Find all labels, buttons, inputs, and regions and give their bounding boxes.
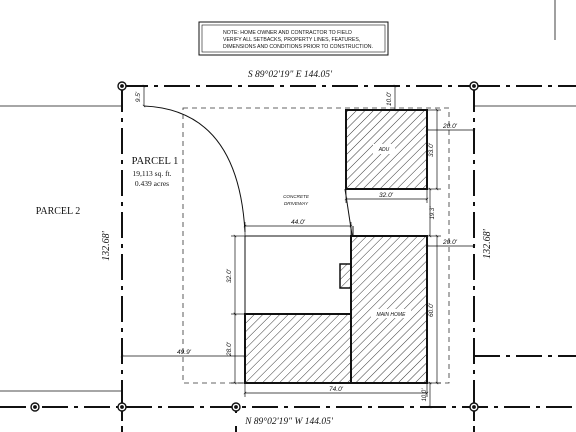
dim-bottom-width: 74.0': [329, 386, 344, 393]
parcel-1-sqft: 19,113 sq. ft.: [132, 169, 171, 178]
parcel-2-title: PARCEL 2: [36, 206, 81, 217]
dim-upper-height: 32.0': [226, 268, 233, 283]
chimney: [339, 263, 352, 289]
note-line-2: VERIFY ALL SETBACKS, PROPERTY LINES, FEA…: [223, 37, 360, 43]
dim-adu-top: 10.0': [386, 91, 393, 106]
garage-building: [244, 313, 352, 384]
dimension-lines: [120, 84, 476, 409]
driveway-label-1: CONCRETE: [283, 194, 310, 199]
upper-area-outline: [244, 235, 351, 314]
north-bearing-bg: [225, 66, 355, 79]
note-box: NOTE: HOME OWNER AND CONTRACTOR TO FIELD…: [198, 21, 389, 56]
dim-upper-width: 44.0': [291, 219, 306, 226]
dim-nw-corner: 9.5': [135, 91, 142, 102]
main-home-label: MAIN HOME: [377, 312, 407, 318]
parcel-1-acres: 0.439 acres: [135, 179, 169, 188]
note-line-1: NOTE: HOME OWNER AND CONTRACTOR TO FIELD: [223, 30, 352, 36]
adu-label-bg: [373, 144, 395, 154]
dim-bottom-setback: 10.0': [422, 388, 428, 402]
dim-garage-height: 28.0': [226, 341, 233, 357]
driveway-outline: [143, 105, 354, 236]
dim-gap: 19.3': [430, 206, 436, 220]
adu-label: ADU: [378, 147, 390, 153]
dimension-labels: 9.5' 10.0' 20.0' 33.0' 32.0' 19.3' 20.0'…: [135, 91, 458, 401]
dim-adu-height: 33.0': [428, 142, 435, 157]
adu-building: [345, 109, 428, 190]
main-home-label-bg: [371, 309, 411, 318]
dim-adu-width: 32.0': [379, 192, 394, 199]
dim-main-right: 20.0': [442, 239, 458, 246]
south-bearing-bg: [222, 413, 356, 426]
main-home-building: [350, 235, 428, 384]
dim-adu-right: 20.0': [442, 123, 458, 130]
parcel-1-title: PARCEL 1: [132, 156, 179, 167]
south-bearing: N 89°02'19" W 144.05': [244, 416, 334, 427]
driveway-label-2: DRIVEWAY: [284, 201, 309, 206]
north-bearing: S 89°02'19" E 144.05': [248, 69, 333, 80]
dim-main-height: 60.0': [428, 302, 435, 317]
dim-west-setback: 49.9': [177, 349, 192, 356]
corner-monuments: [30, 81, 479, 412]
note-line-3: DIMENSIONS AND CONDITIONS PRIOR TO CONST…: [223, 44, 373, 50]
west-bearing: 132.68': [101, 230, 112, 261]
east-bearing: 132.68': [482, 228, 493, 259]
adjacent-lines: [0, 0, 576, 392]
